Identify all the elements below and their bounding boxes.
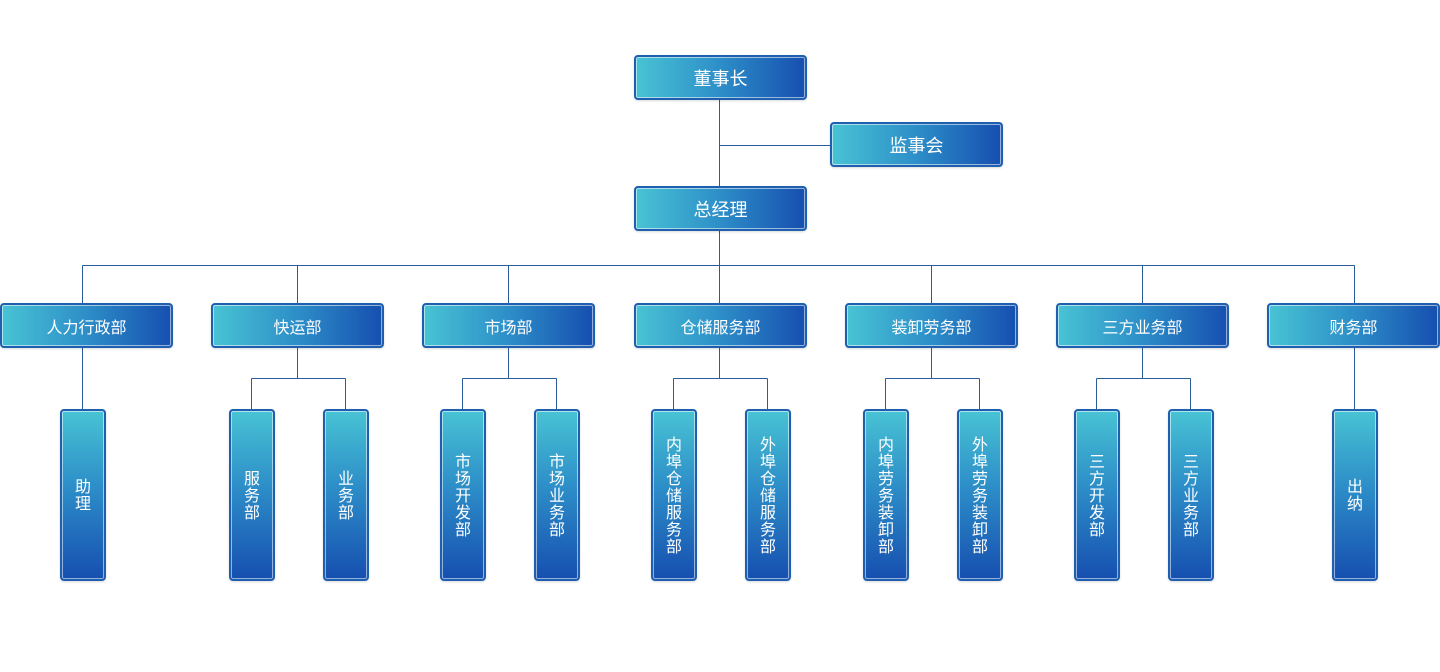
unit-box[interactable]: 内埠仓储服务部 (651, 409, 697, 581)
general-manager-label: 总经理 (693, 199, 748, 221)
unit-box[interactable]: 业务部 (323, 409, 369, 581)
unit-box[interactable]: 市场业务部 (534, 409, 580, 581)
chairman-label: 董事长 (693, 68, 748, 90)
unit-label: 内埠仓储服务部 (665, 434, 682, 556)
department-box[interactable]: 快运部 (211, 303, 384, 348)
unit-box[interactable]: 外埠劳务装卸部 (957, 409, 1003, 581)
unit-label: 服务部 (243, 468, 260, 522)
unit-box[interactable]: 内埠劳务装卸部 (863, 409, 909, 581)
unit-label: 三方开发部 (1088, 451, 1105, 539)
unit-label: 外埠劳务装卸部 (971, 434, 988, 556)
unit-box[interactable]: 出纳 (1332, 409, 1378, 581)
department-box[interactable]: 仓储服务部 (634, 303, 807, 348)
unit-box[interactable]: 外埠仓储服务部 (745, 409, 791, 581)
unit-box[interactable]: 三方业务部 (1168, 409, 1214, 581)
unit-box[interactable]: 市场开发部 (440, 409, 486, 581)
department-box[interactable]: 市场部 (422, 303, 595, 348)
department-box[interactable]: 三方业务部 (1056, 303, 1229, 348)
department-box[interactable]: 装卸劳务部 (845, 303, 1018, 348)
unit-label: 内埠劳务装卸部 (877, 434, 894, 556)
unit-box[interactable]: 服务部 (229, 409, 275, 581)
unit-label: 市场业务部 (548, 451, 565, 539)
department-label: 市场部 (484, 317, 533, 337)
supervisory-board-label: 监事会 (889, 135, 944, 157)
department-label: 快运部 (273, 317, 322, 337)
department-label: 财务部 (1329, 317, 1378, 337)
department-label: 人力行政部 (46, 317, 127, 337)
department-box[interactable]: 人力行政部 (0, 303, 173, 348)
unit-label: 三方业务部 (1182, 451, 1199, 539)
unit-label: 外埠仓储服务部 (759, 434, 776, 556)
supervisory-board-box[interactable]: 监事会 (830, 122, 1003, 167)
chairman-box[interactable]: 董事长 (634, 55, 807, 100)
unit-box[interactable]: 三方开发部 (1074, 409, 1120, 581)
unit-label: 业务部 (337, 468, 354, 522)
unit-label: 市场开发部 (454, 451, 471, 539)
unit-label: 出纳 (1346, 477, 1363, 513)
department-label: 三方业务部 (1102, 317, 1183, 337)
unit-box[interactable]: 助理 (60, 409, 106, 581)
department-label: 装卸劳务部 (891, 317, 972, 337)
unit-label: 助理 (74, 477, 91, 513)
department-box[interactable]: 财务部 (1267, 303, 1440, 348)
general-manager-box[interactable]: 总经理 (634, 186, 807, 231)
department-label: 仓储服务部 (680, 317, 761, 337)
